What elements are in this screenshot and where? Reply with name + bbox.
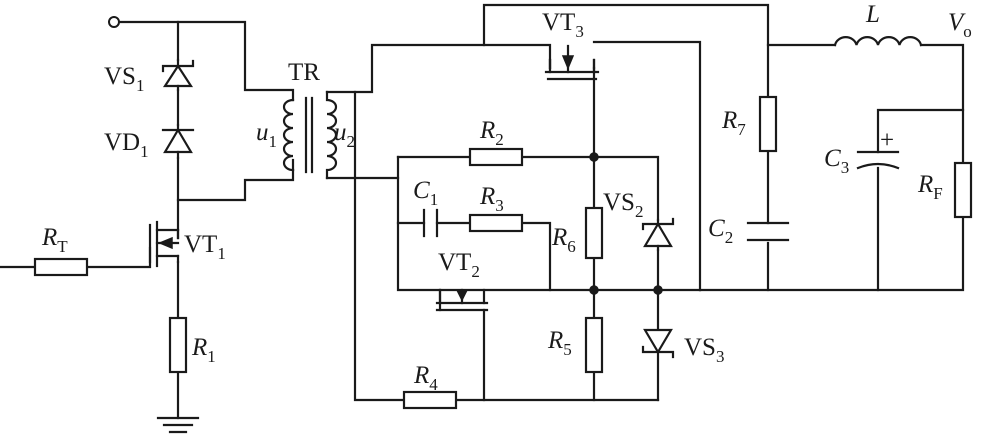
label-r6: R6 (551, 224, 576, 256)
resistor-r5 (584, 316, 604, 374)
label-vs1: VS1 (104, 63, 144, 95)
label-r4: R4 (413, 362, 438, 394)
mosfet-vt3 (544, 44, 600, 81)
label-rt: RT (41, 224, 68, 256)
transformer-tr (282, 90, 338, 180)
label-vd1: VD1 (104, 129, 149, 161)
resistor-r7 (758, 95, 778, 153)
resistor-r1 (168, 316, 188, 374)
mosfet-vt1 (148, 220, 180, 268)
junctions (589, 152, 663, 295)
label-r7: R7 (721, 107, 746, 139)
wires (0, 3, 965, 420)
label-r2: R2 (479, 117, 504, 149)
label-u1: u1 (256, 119, 277, 151)
label-vt1: VT1 (184, 231, 226, 263)
label-tr: TR (288, 59, 320, 86)
label-c3: C3 (824, 145, 849, 177)
label-r5: R5 (547, 327, 572, 359)
zener-vs3 (641, 328, 675, 359)
capacitor-c2 (746, 221, 790, 242)
inductor-l (833, 36, 923, 47)
resistor-r4 (402, 390, 458, 410)
label-vt2: VT2 (438, 249, 480, 281)
diode-vd1 (161, 123, 195, 160)
label-l: L (865, 1, 880, 28)
resistor-r3 (468, 213, 524, 233)
input-terminal (108, 16, 120, 28)
label-c1: C1 (413, 177, 438, 209)
ground-symbol (156, 416, 200, 434)
resistor-rt (33, 257, 89, 277)
capacitor-c1 (422, 208, 439, 238)
mosfet-vt2 (435, 288, 489, 312)
label-rf: RF (917, 171, 943, 203)
label-r3: R3 (479, 183, 504, 215)
resistor-r6 (584, 206, 604, 260)
label-c3-polarity: + (880, 127, 894, 154)
junction-dot (589, 285, 599, 295)
label-r1: R1 (191, 334, 216, 366)
label-vs3: VS3 (684, 334, 724, 366)
label-c2: C2 (708, 215, 733, 247)
label-u2: u2 (334, 119, 355, 151)
junction-dot (589, 152, 599, 162)
zener-vs2 (641, 217, 675, 252)
resistor-r2 (468, 147, 524, 167)
zener-vs1 (161, 58, 195, 92)
label-vs2: VS2 (603, 189, 643, 221)
resistor-rf (953, 161, 973, 219)
junction-dot (653, 285, 663, 295)
label-vt3: VT3 (542, 9, 584, 41)
capacitor-c3 (856, 150, 900, 170)
label-vo: Vo (948, 9, 972, 41)
